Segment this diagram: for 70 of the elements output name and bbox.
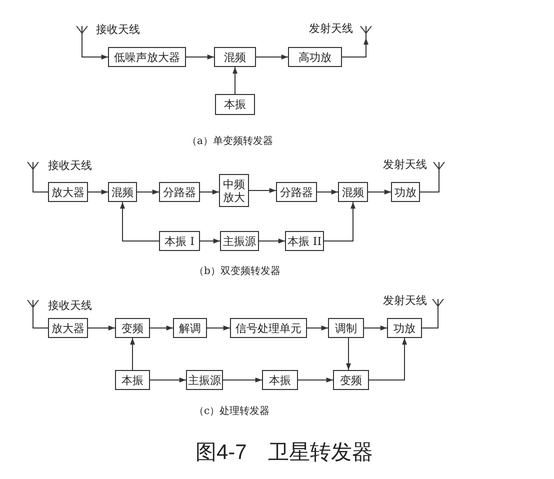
antenna-label: 接收天线 (96, 23, 140, 36)
connector-line (32, 174, 48, 192)
antenna-label: 发射天线 (383, 294, 427, 307)
arrow (200, 190, 220, 194)
arrow (368, 190, 392, 194)
subfigure-caption: （b）双变频转发器 (194, 265, 280, 278)
antenna-label: 发射天线 (309, 22, 353, 35)
arrow (186, 54, 214, 60)
block-box: 功放 (391, 182, 420, 202)
block-box: 本振 I (159, 231, 200, 251)
arrow (82, 38, 108, 60)
block-box: 本振 (215, 94, 255, 115)
arrow (346, 338, 351, 370)
arrow (222, 378, 262, 382)
arrow (232, 66, 238, 94)
block-box: 本振 (262, 370, 298, 390)
block-box: 混频 (338, 182, 368, 202)
arrow (364, 326, 388, 330)
block-box: 放大器 (48, 182, 88, 202)
arrow (306, 326, 328, 330)
block-box: 混频 (214, 47, 256, 67)
arrow (342, 38, 368, 58)
arrow (206, 326, 230, 330)
block-box: 混频 (108, 182, 137, 202)
arrow (200, 238, 220, 244)
block-box: 本振 (115, 370, 150, 390)
block-box: 调制 (328, 318, 364, 338)
arrow (258, 238, 286, 244)
antenna-symbol (76, 26, 88, 38)
antenna-symbol (27, 300, 39, 312)
block-box: 分路器 (159, 182, 200, 202)
arrow (150, 326, 174, 330)
block-box: 中频放大 (219, 174, 249, 207)
block-box: 分路器 (276, 182, 317, 202)
arrow (88, 190, 108, 194)
arrow (248, 188, 276, 193)
arrow (256, 54, 288, 60)
antenna-label: 接收天线 (48, 299, 92, 312)
arrow (298, 378, 334, 382)
block-box: 高功放 (288, 47, 342, 67)
arrow (324, 202, 356, 242)
block-box: 解调 (173, 318, 207, 338)
arrow (130, 338, 135, 370)
figure-caption: 图4-7 卫星转发器 (196, 440, 373, 466)
antenna-symbol (27, 162, 39, 174)
block-box: 变频 (115, 318, 150, 338)
block-box: 低噪声放大器 (108, 47, 186, 67)
block-box: 本振 II (285, 231, 324, 251)
antenna-symbol (360, 26, 372, 38)
antenna-symbol (432, 299, 444, 311)
antenna-symbol (433, 162, 445, 174)
subfigure-caption: （c）处理转发器 (194, 405, 270, 418)
block-box: 信号处理单元 (230, 318, 307, 338)
connector-line (422, 310, 438, 328)
arrow (316, 190, 338, 194)
arrow (120, 202, 160, 242)
connector-line (420, 174, 440, 192)
block-box: 主振源 (186, 370, 223, 390)
antenna-label: 发射天线 (383, 158, 427, 171)
arrow (150, 378, 186, 382)
block-box: 放大器 (48, 318, 88, 338)
arrow (88, 326, 116, 330)
connector-line (32, 312, 48, 328)
arrow (136, 190, 160, 194)
block-box: 变频 (333, 370, 369, 390)
antenna-label: 接收天线 (48, 159, 92, 172)
block-box: 主振源 (220, 231, 259, 251)
block-box: 功放 (387, 318, 422, 338)
arrow (368, 338, 407, 380)
subfigure-caption: （a）单变频转发器 (187, 135, 273, 148)
